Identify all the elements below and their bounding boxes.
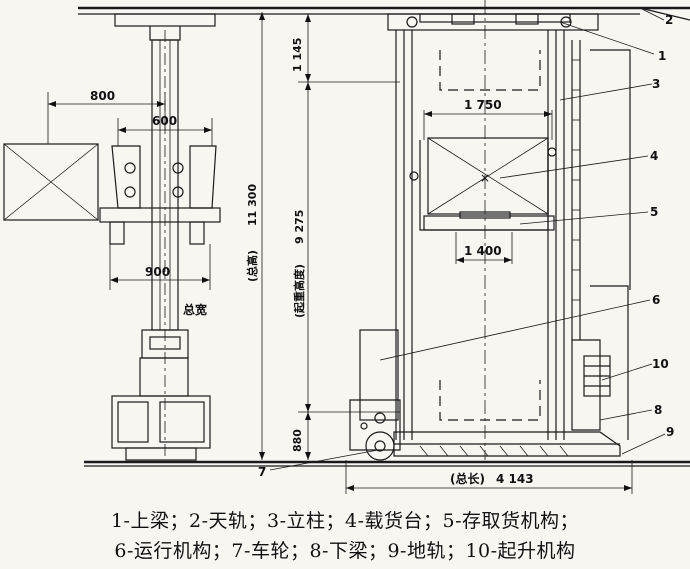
dim-880: 880 bbox=[291, 429, 304, 452]
side-view bbox=[3, 13, 221, 461]
side-view-dimensions bbox=[47, 92, 213, 290]
callout-8: 8 bbox=[654, 403, 662, 417]
dim-900: 900 bbox=[145, 265, 170, 279]
base-hatching bbox=[419, 445, 569, 457]
center-mark: × bbox=[480, 171, 490, 185]
ladder-rungs bbox=[572, 59, 580, 301]
vertical-dimensions bbox=[259, 12, 400, 460]
dim-1750: 1 750 bbox=[464, 98, 502, 112]
callout-leaders bbox=[269, 7, 666, 471]
front-view-dimensions bbox=[345, 110, 633, 494]
lift-height-value: 9 275 bbox=[293, 210, 306, 244]
callout-4: 4 bbox=[650, 149, 658, 163]
caption-line-2: 6-运行机构；7-车轮；8-下梁；9-地轨；10-起升机构 bbox=[114, 540, 576, 562]
callout-3: 3 bbox=[652, 77, 660, 91]
front-view: × bbox=[349, 0, 631, 461]
callout-9: 9 bbox=[666, 425, 674, 439]
lift-height-label: (起重高度) bbox=[292, 264, 306, 318]
total-length-value: 4 143 bbox=[496, 472, 534, 486]
total-height-label: (总高) bbox=[245, 250, 259, 282]
callout-7: 7 bbox=[258, 465, 266, 479]
callout-6: 6 bbox=[652, 293, 660, 307]
caption-line-1: 1-上梁；2-天轨；3-立柱；4-载货台；5-存取货机构； bbox=[110, 510, 580, 532]
callout-5: 5 bbox=[650, 205, 658, 219]
total-width-label: 总宽 bbox=[183, 302, 207, 317]
dim-1400: 1 400 bbox=[464, 244, 502, 258]
dim-1145: 1 145 bbox=[291, 38, 304, 72]
callout-10: 10 bbox=[652, 357, 669, 371]
dim-600: 600 bbox=[152, 114, 177, 128]
callout-2: 2 bbox=[665, 13, 673, 27]
total-length-label: (总长) bbox=[450, 471, 485, 486]
ground-line bbox=[84, 460, 690, 467]
dim-800: 800 bbox=[90, 89, 115, 103]
callout-1: 1 bbox=[658, 49, 666, 63]
total-height-value: 11 300 bbox=[246, 184, 259, 226]
